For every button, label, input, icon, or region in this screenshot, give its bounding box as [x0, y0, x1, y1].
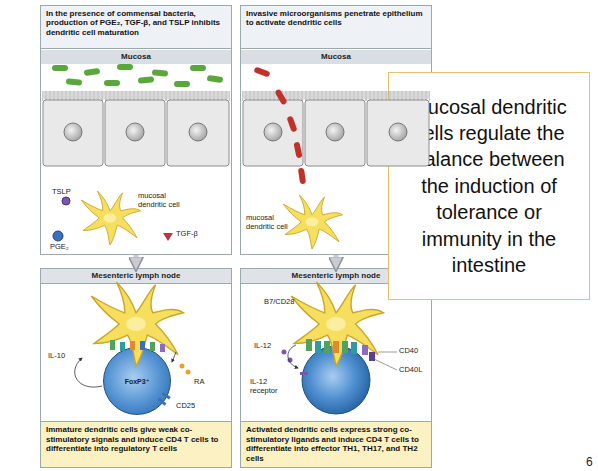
art-use	[66, 78, 82, 85]
art-rect	[140, 341, 145, 350]
art-rect	[42, 91, 230, 101]
ra-molecules	[172, 352, 191, 375]
caption-band: Immature dendritic cells give weak co-st…	[41, 421, 231, 467]
art-rect	[242, 91, 430, 101]
art-use	[298, 168, 306, 185]
receptor-pairs	[110, 340, 165, 352]
panel-caption: Activated dendritic cells express strong…	[241, 422, 431, 466]
art-rect	[158, 398, 167, 406]
art-rect	[306, 339, 312, 351]
art-circle	[282, 350, 287, 355]
commensal-bacteria	[52, 64, 223, 87]
leader-line	[374, 359, 397, 370]
art-circle	[186, 370, 191, 375]
art-use	[293, 142, 302, 159]
art-rect	[305, 100, 365, 166]
art-use	[253, 66, 270, 77]
node-text: Mucosal dendritic cells regulate the bal…	[401, 94, 577, 279]
caption-band: Activated dendritic cells express strong…	[241, 421, 431, 467]
art-rect	[315, 341, 321, 353]
pge2-molecule	[53, 231, 63, 241]
regulatory-t-cell: FoxP3⁺	[103, 347, 171, 415]
art-rect	[120, 342, 125, 351]
art-rect	[300, 372, 308, 375]
art-rect	[362, 345, 368, 355]
art-use	[52, 65, 68, 71]
art-rect	[367, 100, 429, 166]
effector-t-cell	[302, 346, 370, 414]
mucosa-band: Mucosa	[241, 50, 431, 64]
art-circle	[389, 123, 407, 141]
panel-heading: In the presence of commensal bacteria, p…	[41, 6, 231, 49]
art-circle	[288, 358, 293, 363]
art-circle	[126, 123, 144, 141]
art-rect	[243, 100, 303, 166]
art-rect	[110, 340, 115, 350]
node-text: Mesenteric lymph node	[41, 269, 231, 284]
art-use	[190, 65, 206, 71]
art-path	[288, 345, 298, 368]
il10-arrow	[75, 358, 102, 387]
art-rect	[43, 100, 103, 166]
art-rect	[167, 100, 229, 166]
epithelium	[242, 91, 430, 166]
art-circle	[264, 123, 282, 141]
art-use	[274, 89, 287, 106]
art-circle	[180, 364, 185, 369]
art-rect	[162, 392, 171, 400]
invasive-bacteria	[253, 66, 306, 184]
dendritic-cell	[283, 195, 342, 249]
art-use	[84, 68, 101, 76]
art-rect	[369, 352, 375, 361]
art-circle	[189, 123, 207, 141]
receptor-pairs	[306, 339, 375, 361]
cd25-receptor	[158, 392, 171, 406]
panel: In the presence of commensal bacteria, p…	[40, 5, 232, 255]
art-use	[207, 75, 224, 83]
node-text: FoxP3⁺	[125, 378, 150, 385]
art-circle	[326, 123, 344, 141]
dendritic-cell	[291, 282, 383, 366]
art-rect	[333, 341, 339, 353]
art-use	[117, 64, 133, 70]
art-rect	[351, 342, 357, 354]
node-text: Mucosa	[41, 50, 231, 64]
art-use	[138, 76, 155, 84]
panel-caption: Immature dendritic cells give weak co-st…	[41, 422, 231, 457]
page-number: 6	[586, 456, 593, 470]
leader-line	[378, 352, 397, 353]
epithelium	[42, 91, 230, 166]
il12-molecules	[282, 345, 309, 375]
art-use	[152, 69, 169, 77]
summary-box: Mucosal dendritic cells regulate the bal…	[388, 72, 590, 300]
tgf-beta-molecule	[163, 233, 173, 241]
mucosa-band: Mucosa	[41, 50, 231, 64]
art-rect	[150, 342, 155, 351]
art-rect	[160, 344, 165, 352]
art-path	[172, 352, 176, 362]
art-rect	[130, 341, 135, 350]
art-circle	[64, 123, 82, 141]
art-use	[286, 115, 297, 132]
art-use	[174, 81, 190, 87]
dendritic-cell	[81, 191, 140, 245]
flow-arrow	[334, 255, 339, 267]
dendritic-cell	[91, 282, 183, 366]
node-text: Mucosa	[241, 50, 431, 64]
art-use	[104, 80, 120, 86]
lymph-node-panel: Mesenteric lymph nodeFoxP3⁺ Immature dend…	[40, 268, 232, 468]
art-rect	[105, 100, 165, 166]
art-rect	[342, 341, 348, 353]
flow-arrow	[134, 255, 139, 267]
tslp-molecule	[62, 197, 70, 205]
art-rect	[324, 341, 330, 353]
panel-heading: Invasive microorganisms penetrate epithe…	[241, 6, 431, 49]
